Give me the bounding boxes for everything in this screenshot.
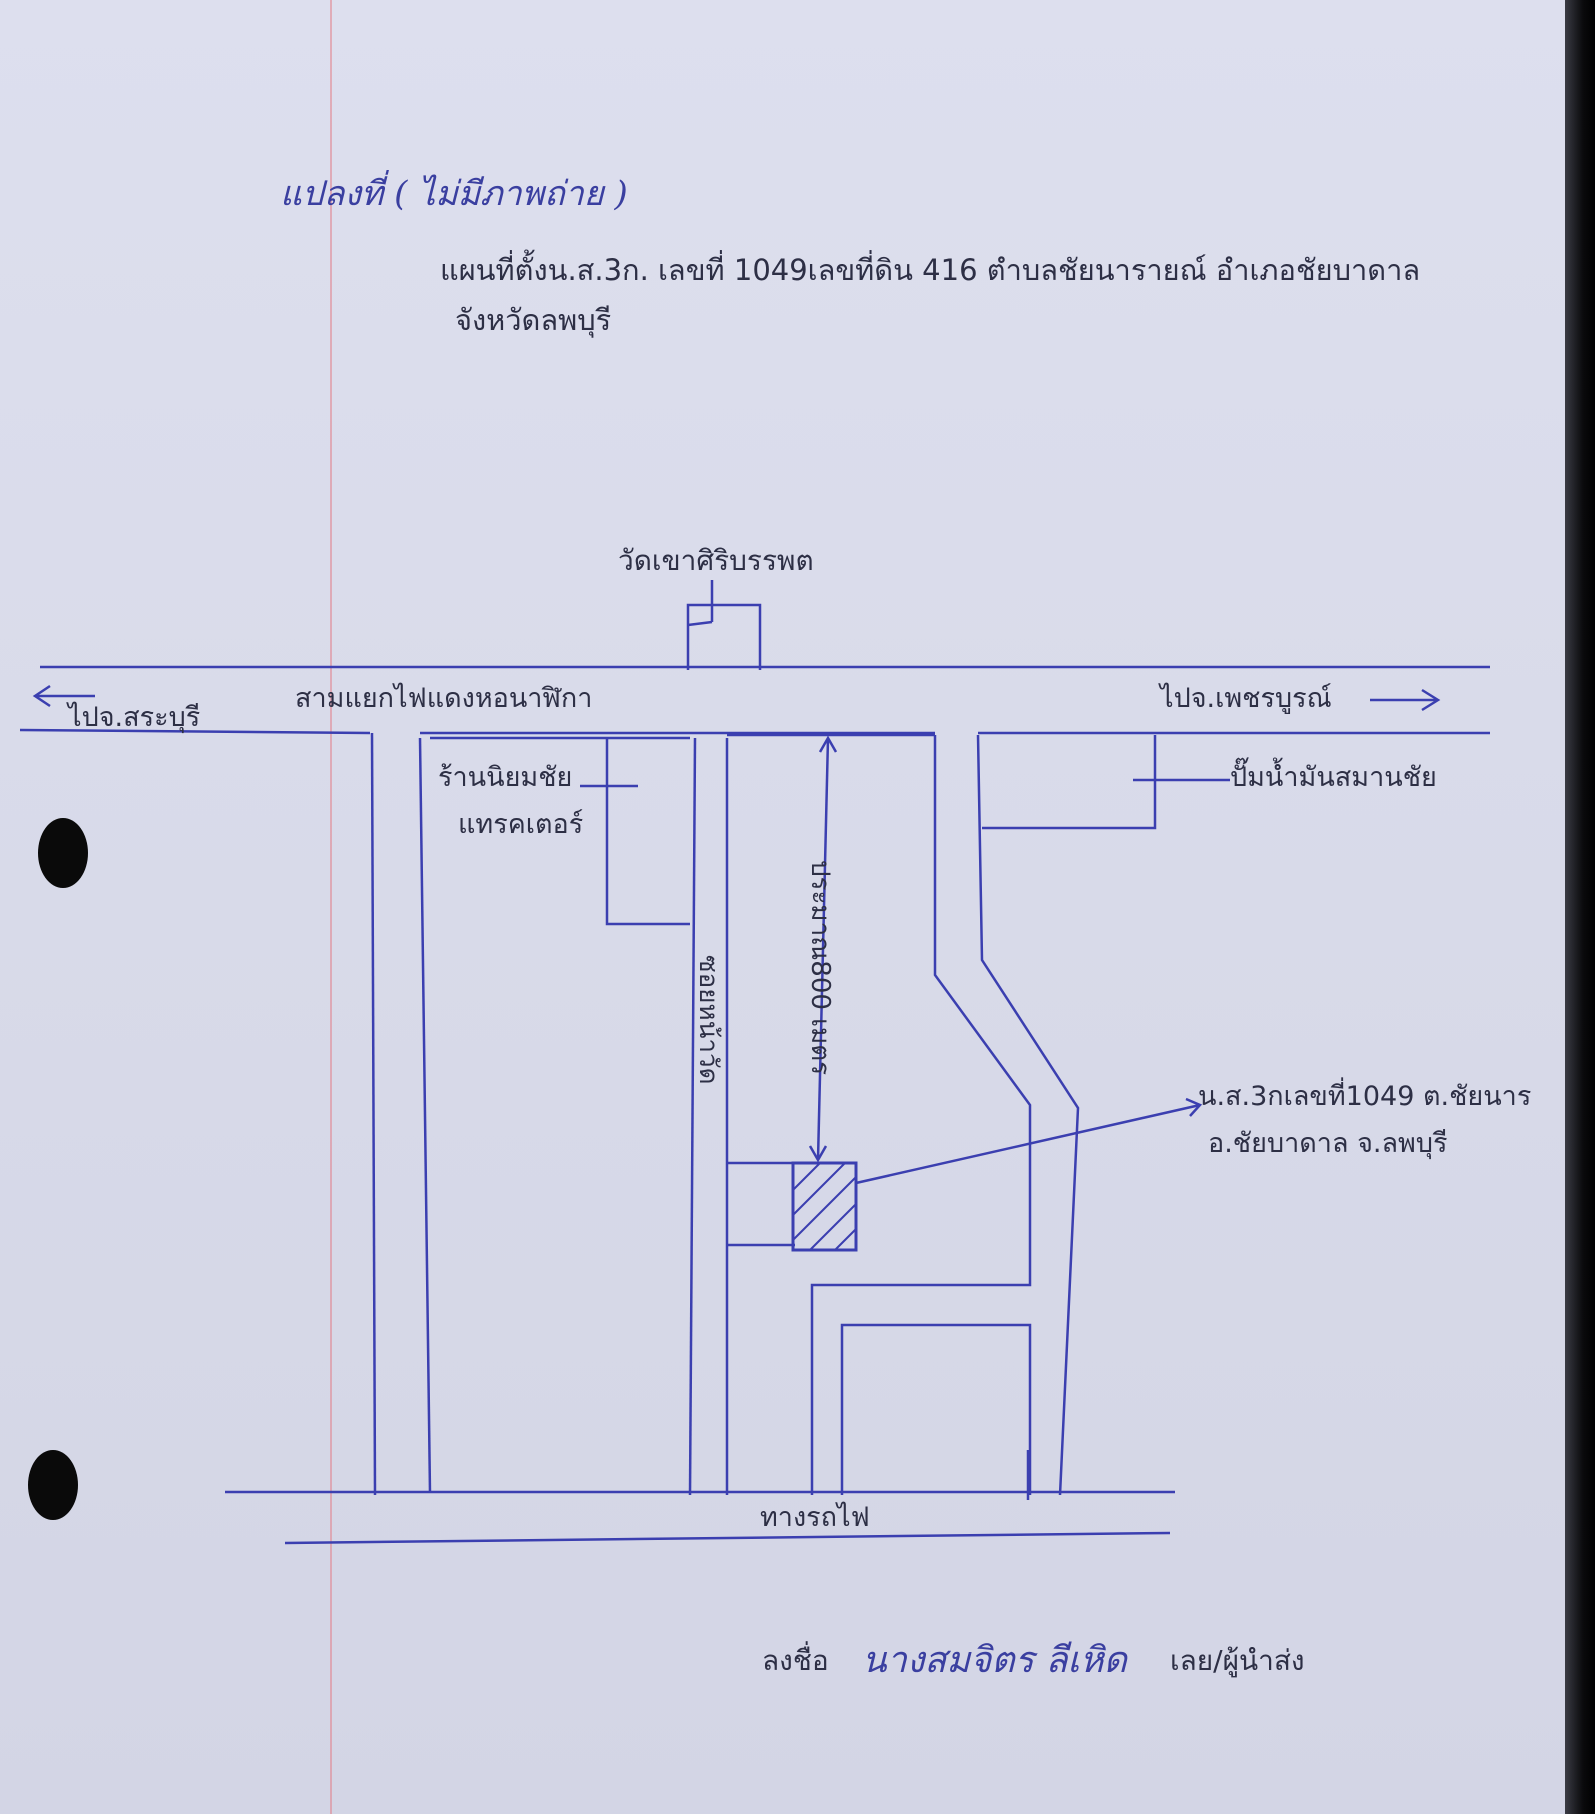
shop-label-2: แทรคเตอร์: [458, 808, 583, 840]
margin-line: [330, 0, 332, 1814]
side-street-edge-1: [688, 737, 697, 1496]
shop-block: [605, 738, 690, 926]
direction-right-label: ไปจ.เพชรบูรณ์: [1158, 682, 1332, 714]
signature-name: นางสมจิตร ลีเหิด: [862, 1640, 1128, 1681]
title-line-1: แผนที่ตั้งน.ส.3ก. เลขที่ 1049เลขที่ดิน 4…: [440, 249, 1420, 287]
distance-label: ประมาณ800 เมตร: [805, 860, 835, 1075]
title-line-2: จังหวัดลพบุรี: [455, 303, 611, 338]
highway-bottom-edge-left: [19, 728, 371, 735]
scan-edge: [1565, 0, 1595, 1814]
intersection-label: สามแยกไฟแดงหอนาฬิกา: [295, 683, 592, 714]
left-road-edge-2: [418, 737, 432, 1494]
parcel-hatching: [792, 1162, 857, 1251]
left-road-edge-1: [370, 732, 377, 1496]
handwritten-header: แปลงที่ ( ไม่มีภาพถ่าย ): [280, 170, 628, 214]
railway-label: ทางรถไฟ: [760, 1502, 870, 1533]
punch-hole-bottom: [28, 1450, 78, 1520]
temple-outline: [686, 603, 762, 670]
middle-block: [810, 735, 1032, 1495]
punch-hole-top: [38, 818, 88, 888]
signature-role: เลย/ผู้นำส่ง: [1170, 1644, 1305, 1678]
shop-label-1: ร้านนิยมชัย: [438, 762, 572, 793]
lower-block: [840, 1323, 1032, 1495]
parcel-label-1: น.ส.3กเลขที่1049 ต.ชัยนาร: [1198, 1077, 1531, 1112]
gas-station-label: ปั๊มน้ำมันสมานชัย: [1230, 757, 1437, 793]
railway-bottom: [284, 1531, 1171, 1545]
temple-label: วัดเขาศิริบรรพต: [618, 544, 814, 577]
parcel-label-2: อ.ชัยบาดาล จ.ลพบุรี: [1208, 1128, 1447, 1160]
distance-line: [816, 737, 830, 1161]
parcel-pointer: [855, 1103, 1201, 1185]
right-road-edge: [976, 734, 1080, 1496]
side-street-label: ซอยหน้าวัด: [693, 955, 723, 1085]
signature-label: ลงชื่อ: [762, 1641, 829, 1677]
parcel-box: [791, 1161, 858, 1252]
direction-left-label: ไปจ.สระบุรี: [66, 702, 200, 734]
gas-station-block: [982, 735, 1157, 830]
